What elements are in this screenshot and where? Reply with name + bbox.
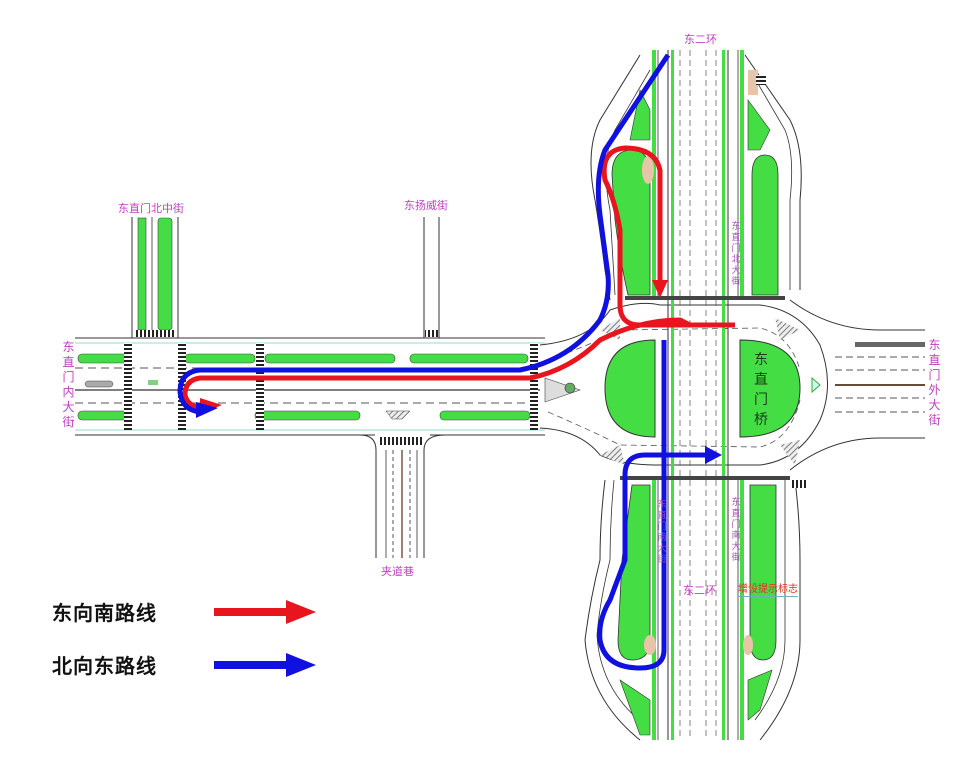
green-median [439, 410, 531, 421]
label-dongzhimen-south-street: 东直门南大街 [731, 498, 741, 563]
label-dongzhimen-inner-street: 东直门内大街 [62, 340, 75, 429]
route-red-arrowhead [652, 280, 668, 298]
green-median [264, 353, 396, 364]
roundabout-island [604, 339, 801, 438]
dongyangwei-street [423, 217, 440, 338]
legend-item-east-to-south: 东向南路线 [52, 597, 321, 626]
jiadao-alley-street [359, 434, 446, 558]
green-median [254, 410, 361, 421]
green-median [77, 410, 129, 421]
label-dongzhimen-north-middle-street: 东直门北中街 [118, 202, 184, 215]
west-arterial-road [75, 337, 545, 436]
arrow-right-icon [214, 652, 316, 677]
notice-sign-label: 增设提示标志 [738, 580, 798, 597]
crosswalk [124, 343, 132, 430]
route-blue-arrowhead [196, 402, 218, 418]
east-arterial-road [789, 299, 925, 471]
legend-label: 北向东路线 [52, 654, 157, 678]
roundabout-roads [539, 302, 828, 466]
route-east-to-south [182, 145, 735, 414]
east-second-ring-road [620, 50, 790, 740]
label-dongyangwei-street: 东扬威街 [404, 199, 448, 212]
southeast-ramp [743, 479, 808, 741]
southwest-ramp [584, 479, 656, 741]
label-east-second-ring-bottom: 东二环 [683, 584, 716, 597]
green-median [184, 353, 256, 364]
northeast-ramp [744, 54, 802, 296]
label-dongzhimen-bridge: 东直门桥 [754, 352, 768, 428]
crosswalk [530, 343, 538, 430]
legend-label: 东向南路线 [52, 601, 157, 625]
label-dongzhimen-south-street-left: 东直门南大街 [657, 500, 667, 565]
route-blue-arrowhead [705, 446, 722, 464]
arrow-right-icon [214, 599, 316, 624]
crosswalk [256, 343, 264, 430]
green-median [77, 353, 129, 364]
legend-item-north-to-east: 北向东路线 [52, 650, 321, 679]
label-jiadao-alley: 夹道巷 [381, 565, 414, 578]
dongzhimen-north-middle-street [131, 217, 179, 338]
label-east-second-ring-top: 东二环 [684, 33, 717, 46]
green-median [409, 353, 529, 364]
route-north-to-east [177, 53, 722, 671]
label-dongzhimen-outer-street: 东直门外大街 [928, 338, 941, 427]
label-dongzhimen-north-street: 东直门北大街 [731, 222, 741, 287]
